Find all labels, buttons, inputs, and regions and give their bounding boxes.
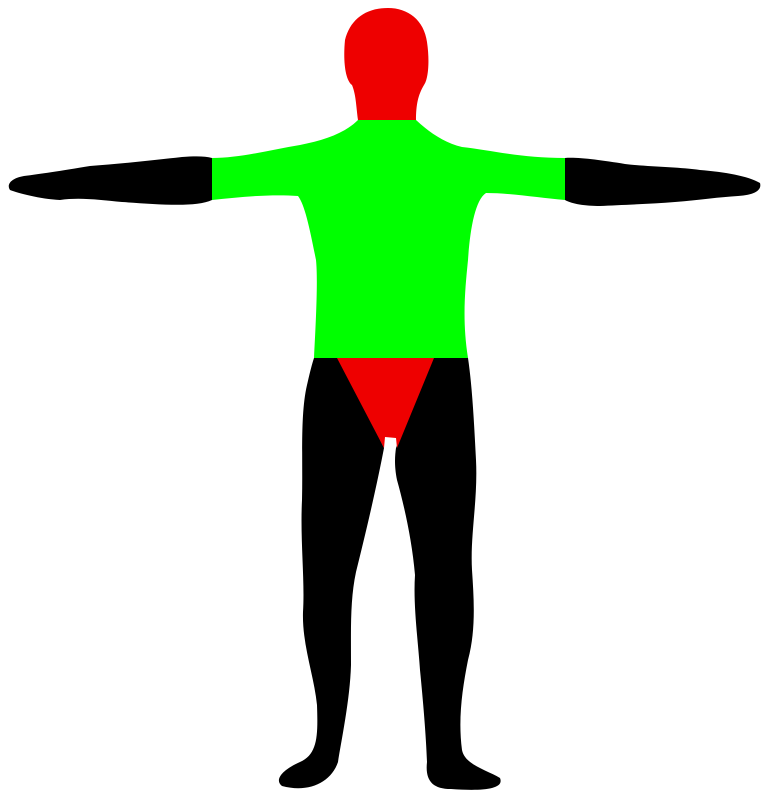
torso (212, 120, 565, 358)
head (344, 8, 428, 120)
forearm-right (565, 158, 760, 206)
forearm-left (9, 156, 212, 204)
leg-left (279, 358, 384, 788)
leg-right (395, 358, 501, 790)
